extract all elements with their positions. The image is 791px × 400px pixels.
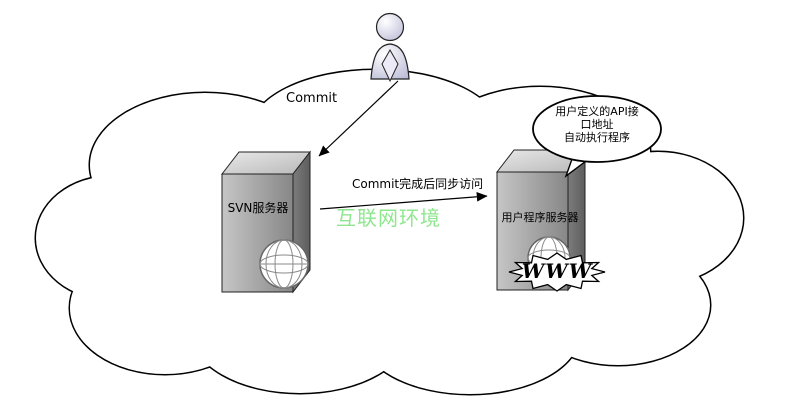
www-starburst bbox=[508, 252, 606, 292]
sync-arrow bbox=[319, 192, 488, 210]
person-tie bbox=[381, 48, 399, 83]
callout-text: 用户定义的API接 口地址 自动执行程序 bbox=[538, 105, 656, 144]
globe-icon bbox=[259, 239, 309, 289]
commit-label: Commit bbox=[286, 91, 338, 106]
person-head bbox=[375, 12, 405, 42]
person-icon bbox=[370, 12, 410, 83]
callout-line-2: 口地址 bbox=[580, 118, 614, 131]
internet-env-label: 互联网环境 bbox=[336, 206, 441, 230]
svn-server-label: SVN服务器 bbox=[227, 201, 289, 215]
callout-line-1: 用户定义的API接 bbox=[555, 105, 639, 118]
app-server-label: 用户程序服务器 bbox=[501, 211, 579, 224]
commit-arrow bbox=[318, 80, 399, 157]
callout-line-3: 自动执行程序 bbox=[564, 131, 630, 144]
sync-arrow-label: Commit完成后同步访问 bbox=[352, 177, 484, 191]
www-label: WWW bbox=[521, 259, 593, 283]
callout-bubble bbox=[532, 95, 662, 178]
